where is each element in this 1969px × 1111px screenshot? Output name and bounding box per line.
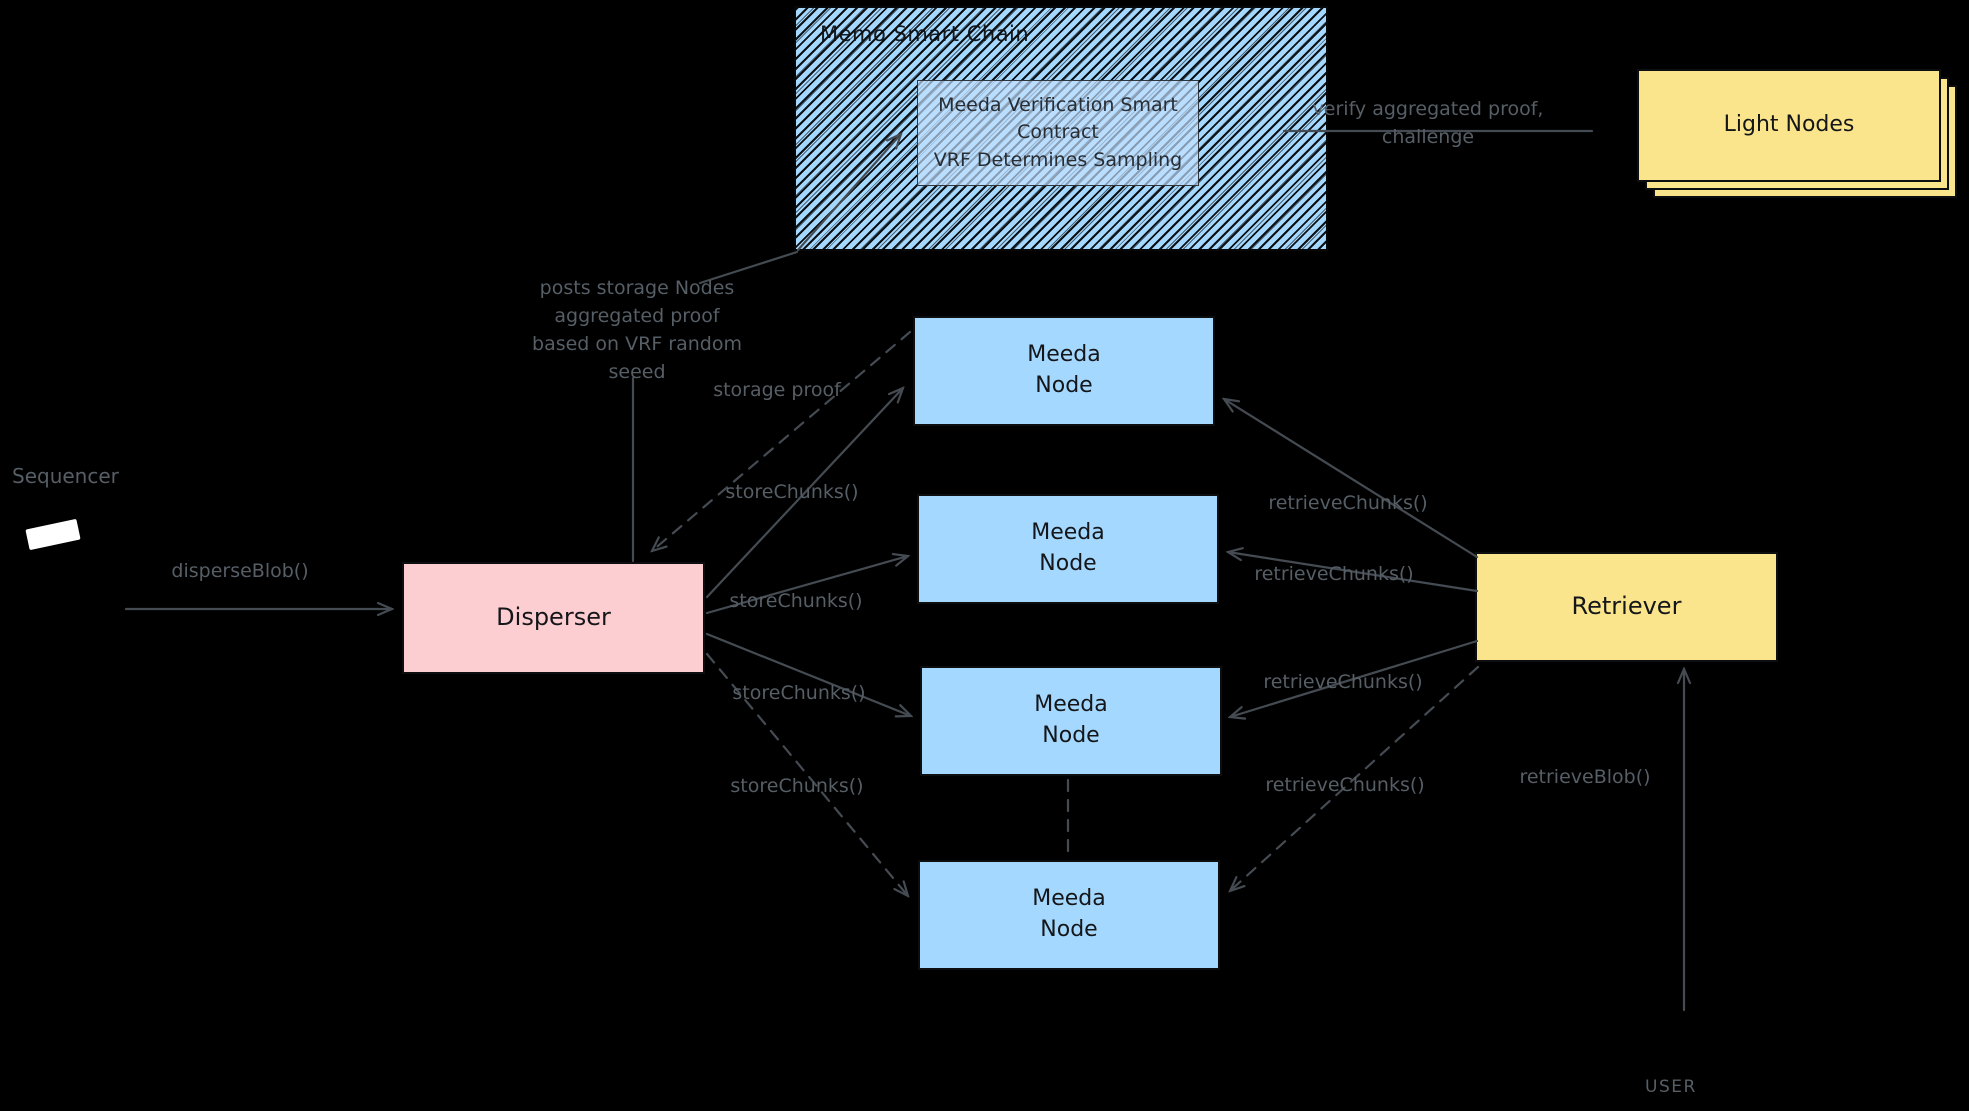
disperser-box: Disperser bbox=[402, 562, 705, 674]
light-nodes-label: Light Nodes bbox=[1723, 112, 1855, 138]
disperser-label: Disperser bbox=[496, 603, 611, 632]
contract-line: Meeda Verification Smart bbox=[938, 93, 1178, 116]
verification-contract-box: Meeda Verification Smart Contract VRF De… bbox=[917, 80, 1199, 186]
meeda-node-box-4: Meeda Node bbox=[918, 860, 1220, 970]
sequencer-label: Sequencer bbox=[12, 464, 119, 488]
meeda-node-label: Node bbox=[1039, 551, 1097, 576]
meeda-node-label: Node bbox=[1035, 373, 1093, 398]
meeda-node-label: Meeda bbox=[1034, 692, 1108, 718]
retriever-label: Retriever bbox=[1571, 592, 1682, 621]
arrow-store-chunks-2 bbox=[705, 556, 908, 615]
retrieve-chunks-label-2: retrieveChunks() bbox=[1254, 563, 1414, 585]
meeda-node-label: Node bbox=[1040, 917, 1098, 942]
meeda-node-box-3: Meeda Node bbox=[920, 666, 1222, 776]
meeda-node-box-1: Meeda Node bbox=[913, 316, 1215, 426]
retrieve-chunks-label-4: retrieveChunks() bbox=[1265, 774, 1425, 796]
meeda-node-label: Meeda bbox=[1031, 520, 1105, 546]
user-label: USER bbox=[1645, 1077, 1697, 1097]
posts-proof-label: posts storage Nodes aggregated proof bas… bbox=[532, 277, 742, 383]
line-posts-proof-upper bbox=[698, 250, 799, 285]
store-chunks-label-3: storeChunks() bbox=[732, 682, 866, 704]
meeda-node-box-2: Meeda Node bbox=[917, 494, 1219, 604]
light-nodes-box: Light Nodes bbox=[1637, 69, 1941, 182]
retriever-box: Retriever bbox=[1475, 552, 1778, 662]
meeda-node-label: Node bbox=[1042, 723, 1100, 748]
meeda-node-label: Meeda bbox=[1027, 342, 1101, 368]
meeda-node-label: Meeda bbox=[1032, 886, 1106, 912]
verify-proof-label: verify aggregated proof, challenge bbox=[1312, 98, 1544, 148]
arrow-retrieve-chunks-2 bbox=[1228, 552, 1479, 593]
memo-smart-chain-box: Memo Smart Chain Meeda Verification Smar… bbox=[794, 6, 1328, 251]
arrow-store-chunks-3 bbox=[705, 632, 911, 716]
contract-line: VRF Determines Sampling bbox=[933, 148, 1183, 171]
arrow-retrieve-chunks-3 bbox=[1230, 639, 1479, 717]
store-chunks-label-2: storeChunks() bbox=[729, 590, 863, 612]
retrieve-chunks-label-3: retrieveChunks() bbox=[1263, 671, 1423, 693]
store-chunks-label-1: storeChunks() bbox=[725, 481, 859, 503]
arrow-retrieve-chunks-1 bbox=[1224, 399, 1479, 559]
contract-line: Contract bbox=[1017, 121, 1099, 144]
disperse-blob-label: disperseBlob() bbox=[171, 560, 309, 582]
arrow-posts-proof-into-chain bbox=[796, 134, 901, 252]
arrow-storage-proof bbox=[652, 330, 912, 551]
store-chunks-label-4: storeChunks() bbox=[730, 775, 864, 797]
retrieve-chunks-label-1: retrieveChunks() bbox=[1268, 492, 1428, 514]
storage-proof-label: storage proof bbox=[713, 379, 841, 401]
memo-smart-chain-title: Memo Smart Chain bbox=[820, 22, 1030, 46]
retrieve-blob-label: retrieveBlob() bbox=[1519, 766, 1651, 788]
arrow-store-chunks-1 bbox=[705, 388, 903, 599]
arrow-store-chunks-4 bbox=[705, 652, 908, 896]
arrow-retrieve-chunks-4 bbox=[1230, 665, 1480, 891]
